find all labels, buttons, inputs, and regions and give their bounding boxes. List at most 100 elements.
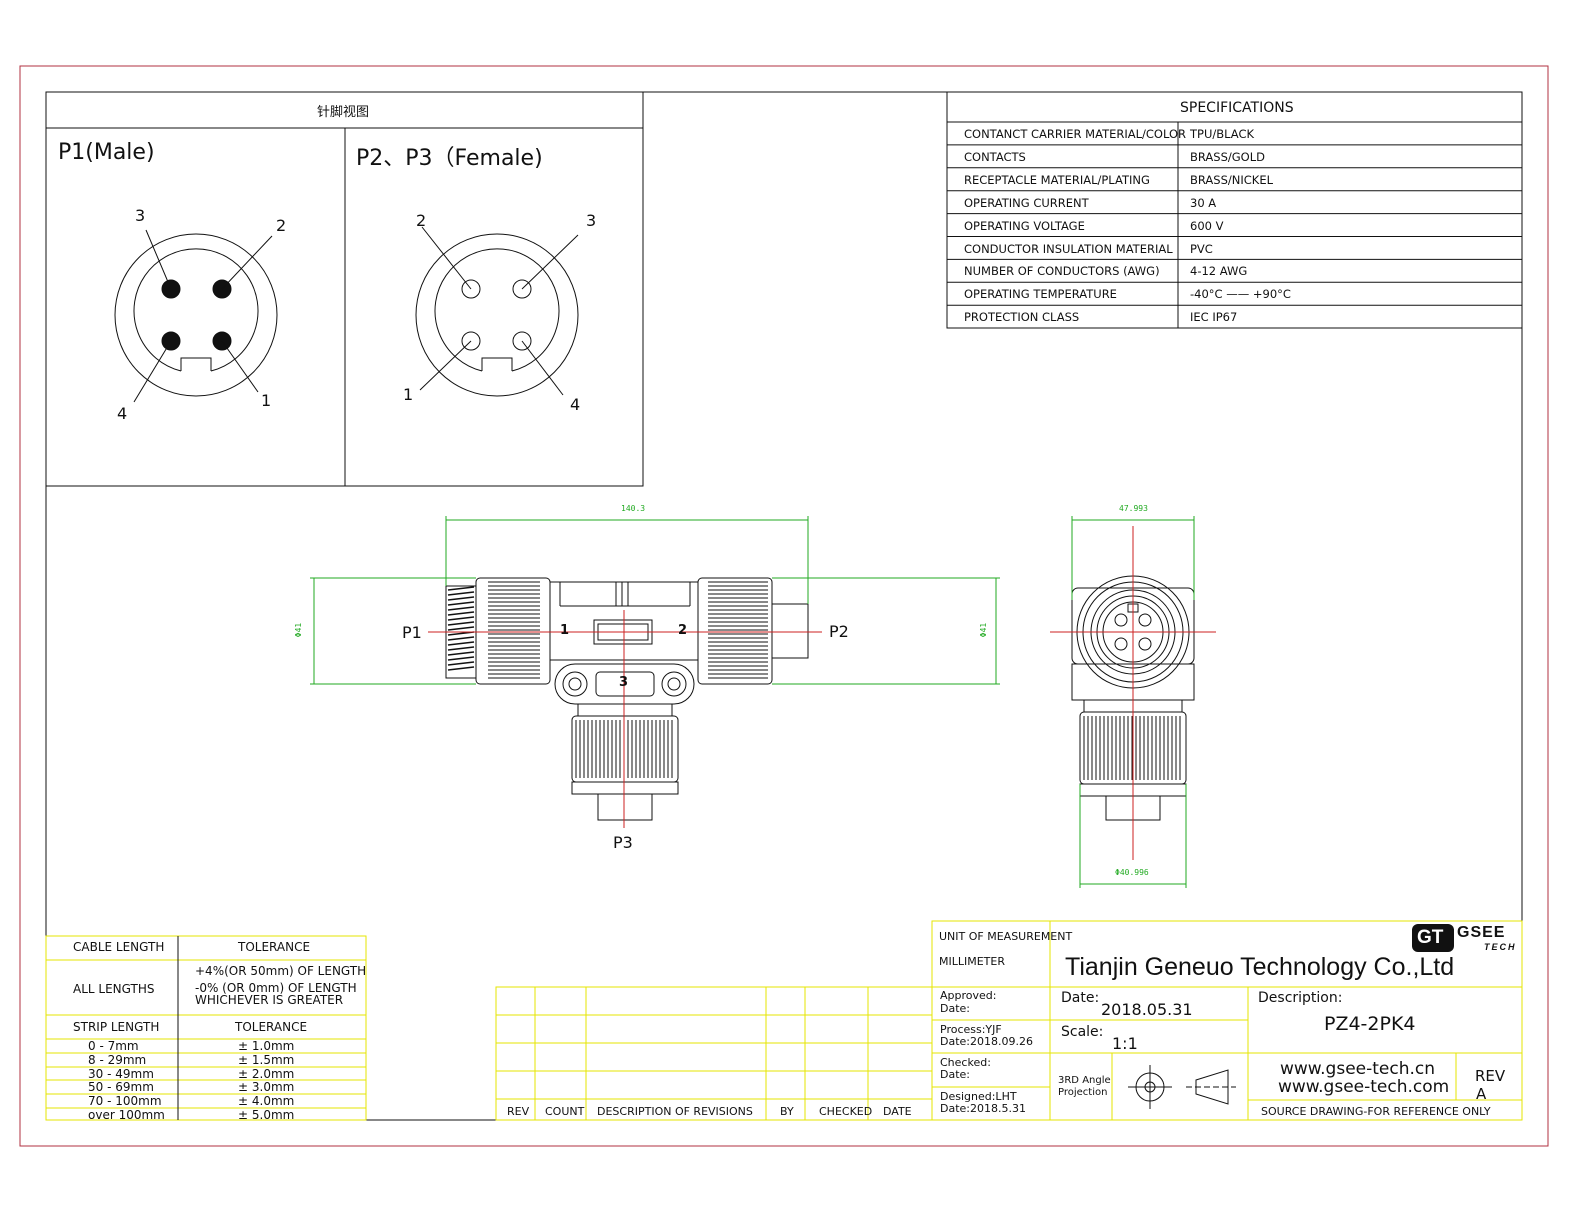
spec-label: CONDUCTOR INSULATION MATERIAL [964, 241, 1173, 256]
tol-header-strip: STRIP LENGTH [73, 1020, 160, 1034]
gsee-logo [1412, 924, 1454, 952]
revision-header: DATE [883, 1105, 912, 1118]
company-name: Tianjin Geneuo Technology Co.,Ltd [1065, 953, 1455, 981]
male-pin-4: 4 [117, 404, 128, 423]
thread-line [447, 666, 475, 671]
male-connector-face [114, 229, 278, 403]
revision-header: DESCRIPTION OF REVISIONS [597, 1105, 753, 1118]
thread-line [447, 591, 475, 596]
process-label: Process:YJF [940, 1023, 1002, 1036]
projection-line1: 3RD Angle [1058, 1075, 1111, 1086]
thread-line [447, 651, 475, 656]
logo-gsee: GSEE [1457, 924, 1506, 941]
front-centerlines [428, 610, 822, 828]
strip-tolerance: ± 1.5mm [238, 1053, 295, 1067]
strip-range: 30 - 49mm [88, 1067, 154, 1081]
spec-value: TPU/BLACK [1190, 127, 1255, 141]
tol-header-cable: CABLE LENGTH [73, 940, 165, 954]
thread-line [447, 606, 475, 611]
description-label: Description: [1258, 990, 1343, 1006]
female-pin-2: 2 [416, 211, 427, 230]
p1-label: P1 [402, 623, 422, 642]
spec-value: -40°C —— +90°C [1190, 287, 1291, 302]
dim-dia-right: Φ41 [979, 622, 989, 638]
thread-line [447, 621, 475, 626]
dim-dia-left: Φ41 [294, 622, 304, 638]
spec-label: OPERATING TEMPERATURE [964, 287, 1117, 302]
revision-header: COUNT [545, 1105, 585, 1118]
scale-label: Scale: [1061, 1024, 1104, 1040]
male-pin-2: 2 [276, 216, 287, 235]
logo-gt: GT [1417, 927, 1444, 948]
dim-side-bottom: Φ40.996 [1115, 868, 1149, 877]
female-connector-face [415, 226, 579, 397]
spec-value: 30 A [1190, 195, 1217, 210]
tol-all-lengths: ALL LENGTHS [73, 982, 155, 996]
website-cn: www.gsee-tech.cn [1280, 1059, 1436, 1079]
checked-label: Checked: [940, 1056, 991, 1069]
thread-line [447, 626, 475, 631]
spec-value: BRASS/NICKEL [1190, 172, 1273, 187]
body-port-2: 2 [678, 623, 688, 638]
outer-border [19, 65, 1549, 1147]
title-block [931, 920, 1523, 1121]
specifications-table [946, 91, 1523, 329]
spec-label: OPERATING VOLTAGE [964, 218, 1085, 233]
revision-header: REV [507, 1105, 530, 1118]
strip-range: 0 - 7mm [88, 1039, 139, 1053]
strip-tolerance: ± 5.0mm [238, 1108, 295, 1122]
strip-tolerance: ± 1.0mm [238, 1039, 295, 1053]
male-label: P1(Male) [58, 140, 155, 165]
spec-value: BRASS/GOLD [1190, 149, 1265, 164]
rev-value: A [1476, 1085, 1487, 1103]
female-label: P2、P3（Female) [356, 146, 543, 171]
rev-label: REV [1475, 1067, 1506, 1085]
revisions-table [495, 986, 933, 1121]
thread-line [447, 656, 475, 661]
thread-line [447, 661, 475, 666]
spec-value: 4-12 AWG [1190, 264, 1248, 279]
front-view [445, 577, 809, 821]
thread-line [447, 646, 475, 651]
p2-label: P2 [829, 622, 849, 641]
thread-line [447, 636, 475, 641]
front-dimensions [310, 516, 1000, 685]
strip-range: 70 - 100mm [88, 1094, 162, 1108]
thread-line [447, 596, 475, 601]
spec-value: IEC IP67 [1190, 310, 1238, 325]
date-label: Date: [1061, 990, 1100, 1006]
strip-tolerance: ± 2.0mm [238, 1067, 295, 1081]
strip-range: over 100mm [88, 1108, 165, 1122]
male-pin-3: 3 [135, 206, 146, 225]
projection-line2: Projection [1058, 1087, 1108, 1098]
logo-tech: TECH [1484, 942, 1517, 952]
tol-all-line3: WHICHEVER IS GREATER [195, 993, 344, 1007]
spec-title: SPECIFICATIONS [1180, 100, 1294, 116]
female-pin-4: 4 [570, 395, 581, 414]
body-port-1: 1 [560, 623, 570, 638]
spec-label: CONTANCT CARRIER MATERIAL/COLOR [964, 127, 1187, 141]
description-value: PZ4-2PK4 [1324, 1013, 1416, 1035]
scale-value: 1:1 [1112, 1034, 1138, 1053]
reference-footer: SOURCE DRAWING-FOR REFERENCE ONLY [1261, 1105, 1491, 1118]
side-dimensions [1071, 516, 1195, 888]
tol-header-tolerance: TOLERANCE [238, 940, 311, 954]
unit-value: MILLIMETER [939, 955, 1005, 968]
spec-value: 600 V [1190, 218, 1224, 233]
tol-header-tolerance-2: TOLERANCE [235, 1020, 308, 1034]
spec-value: PVC [1190, 241, 1213, 256]
tol-all-line1: +4%(OR 50mm) OF LENGTH [195, 964, 367, 978]
pinout-box [45, 91, 644, 487]
thread-line [447, 601, 475, 606]
spec-label: OPERATING CURRENT [964, 195, 1089, 210]
strip-tolerance: ± 4.0mm [238, 1094, 295, 1108]
unit-label: UNIT OF MEASUREMENT [939, 930, 1073, 943]
thread-line [447, 611, 475, 616]
female-pin-3: 3 [586, 211, 597, 230]
tolerance-table [45, 935, 367, 1121]
thread-line [447, 586, 475, 591]
spec-label: RECEPTACLE MATERIAL/PLATING [964, 172, 1150, 187]
side-centerlines [1050, 526, 1216, 860]
p3-label: P3 [613, 833, 633, 852]
